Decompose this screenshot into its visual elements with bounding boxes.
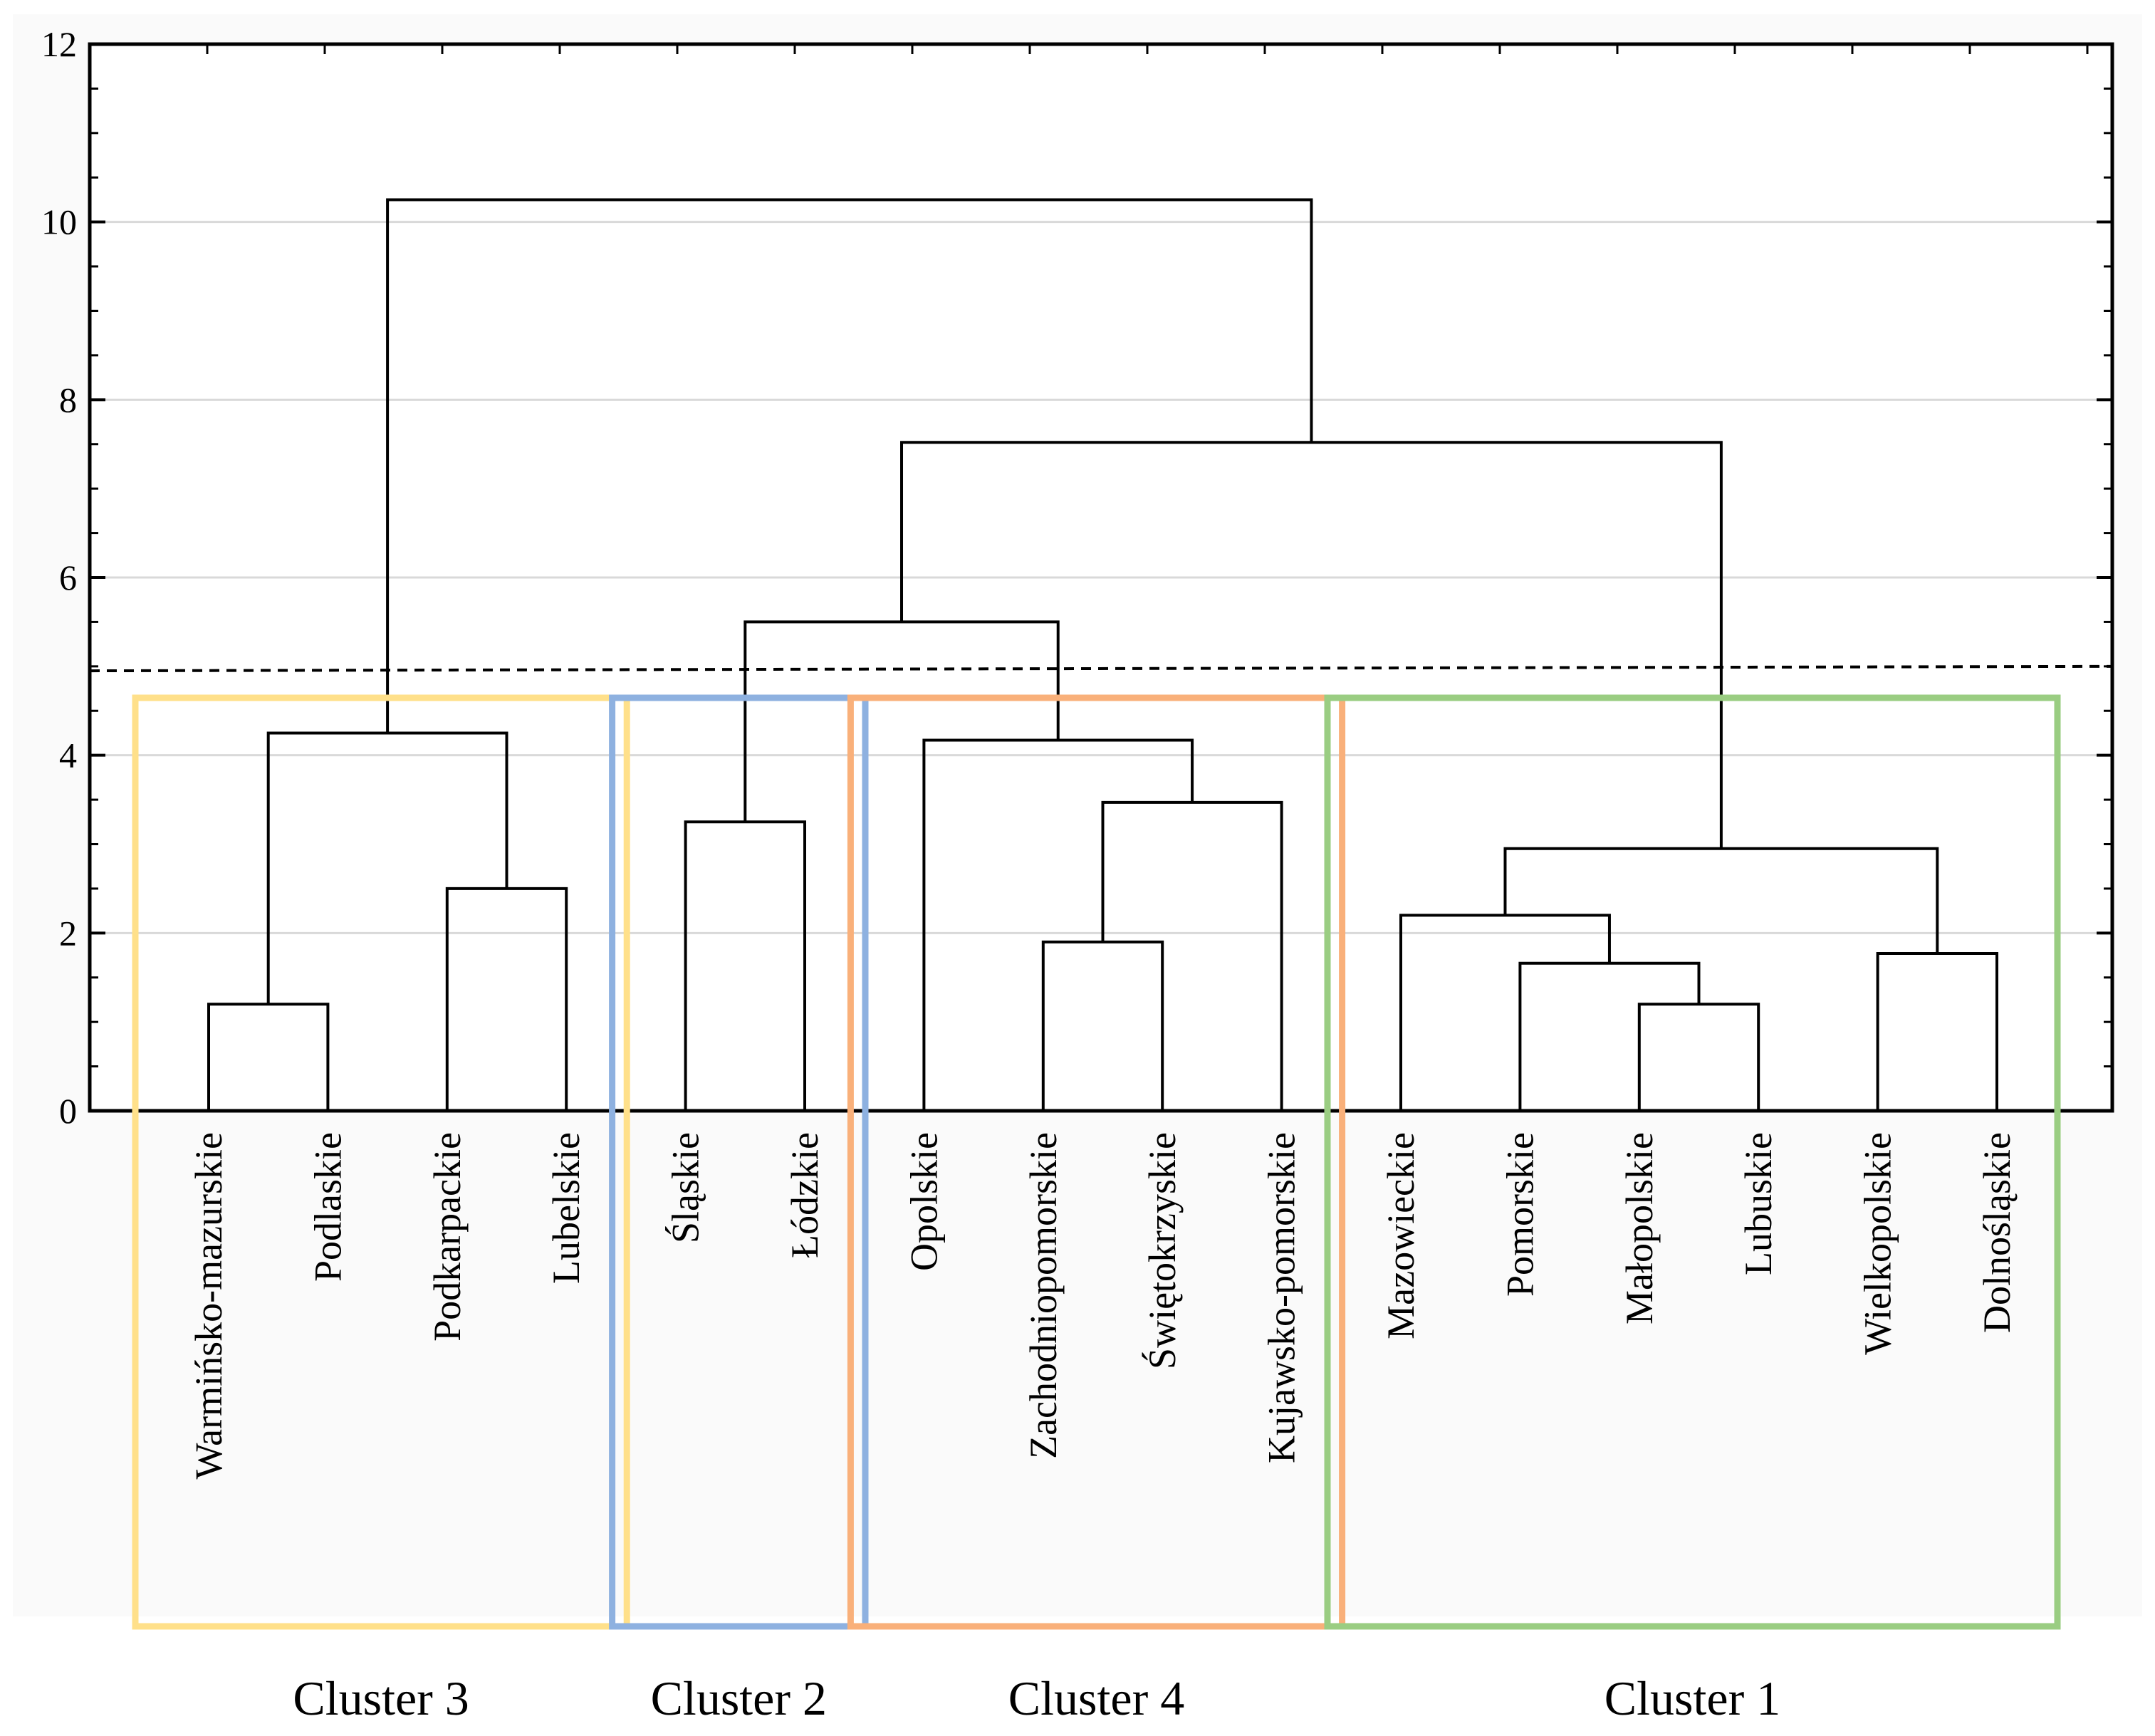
leaf-label-1: Warmińsko-mazurskie [187, 1132, 230, 1480]
dendrogram-link-m10 [1518, 961, 1701, 1111]
y-tick-label-2: 2 [59, 913, 77, 953]
dendrogram-link-m15 [386, 198, 1313, 733]
leaf-label-10: Kujawsko-pomorskie [1261, 1132, 1303, 1463]
cluster-label-4: Cluster 1 [1604, 1671, 1780, 1725]
y-tick-label-8: 8 [59, 380, 77, 419]
dendrogram-link-m5 [1041, 940, 1164, 1111]
leaf-label-2: Podlaskie [306, 1132, 349, 1282]
dendrogram-link-m8 [743, 620, 1060, 822]
y-tick-label-10: 10 [41, 202, 77, 242]
leaf-label-7: Opolskie [902, 1132, 945, 1271]
cluster-box-2 [609, 694, 869, 1630]
dendrogram-link-m12 [1876, 952, 1998, 1111]
leaf-label-16: Dolnośląskie [1976, 1132, 2018, 1333]
leaf-label-12: Pomorskie [1498, 1132, 1541, 1297]
leaf-label-5: Śląskie [664, 1132, 707, 1243]
leaf-label-14: Lubuskie [1737, 1132, 1780, 1275]
cluster-label-3: Cluster 4 [1008, 1671, 1184, 1725]
leaf-label-15: Wielkopolskie [1857, 1132, 1899, 1355]
dendrogram-link-m11 [1399, 914, 1611, 1111]
dendrogram-link-m3 [266, 731, 508, 1005]
dendrogram-link-m2 [445, 887, 568, 1111]
leaf-label-4: Lubelskie [545, 1132, 588, 1284]
cluster-label-1: Cluster 3 [293, 1671, 469, 1725]
dendrogram-link-m6 [1101, 800, 1283, 1111]
cluster-box-4 [1324, 694, 2061, 1630]
leaf-label-11: Mazowieckie [1379, 1132, 1422, 1339]
cluster-box-1 [132, 694, 630, 1630]
leaf-label-9: Świętokrzyskie [1141, 1132, 1184, 1369]
y-tick-label-6: 6 [59, 558, 77, 597]
plot-frame [88, 42, 2114, 1113]
cluster-box-3 [847, 694, 1346, 1630]
y-tick-label-12: 12 [41, 24, 77, 64]
cut-threshold-line [89, 664, 2113, 673]
leaf-label-13: Małopolskie [1618, 1132, 1661, 1324]
leaf-label-8: Zachodniopomorskie [1022, 1132, 1065, 1459]
leaf-label-3: Podkarpackie [426, 1132, 469, 1342]
y-tick-label-4: 4 [59, 736, 77, 775]
y-tick-label-0: 0 [59, 1091, 77, 1131]
cluster-label-2: Cluster 2 [651, 1671, 827, 1725]
leaf-label-6: Łódzkie [783, 1132, 826, 1258]
